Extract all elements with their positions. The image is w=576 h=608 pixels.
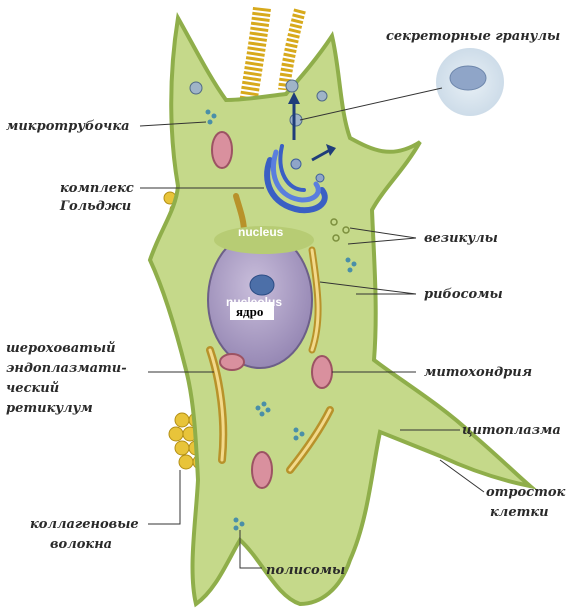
label-rough-er-3: ческий <box>6 381 59 396</box>
label-golgi-1: комплекс <box>60 181 134 196</box>
golgi-complex <box>264 144 328 214</box>
mitochondria <box>211 131 333 489</box>
label-process-1: отросток <box>486 485 566 500</box>
nucleolus <box>249 274 275 296</box>
transport-arrows <box>288 92 336 162</box>
label-mitochondria: митохондрия <box>424 365 532 380</box>
label-collagen-1: коллагеновые <box>30 517 139 532</box>
cell-membrane <box>147 12 538 608</box>
label-vesicles: везикулы <box>424 231 498 246</box>
secretory-granule-callout <box>436 48 504 116</box>
rough-er <box>206 193 334 474</box>
label-secretory-granules: секреторные гранулы <box>386 29 560 44</box>
label-rough-er-4: ретикулум <box>6 401 93 416</box>
label-rough-er-1: шероховатый <box>6 341 116 356</box>
label-rough-er-2: эндоплазмати- <box>6 361 127 376</box>
leader-lines <box>139 87 485 569</box>
nucleus <box>207 226 314 369</box>
nucleus-inner-label: nucleus <box>238 225 284 239</box>
nucleus-label-box <box>230 302 274 320</box>
vesicles <box>330 218 350 242</box>
label-ribosomes: рибосомы <box>424 287 503 302</box>
label-cytoplasm: цитоплазма <box>462 423 561 438</box>
polysomes <box>205 109 357 531</box>
nucleus-label: ядро <box>236 304 263 319</box>
label-process-2: клетки <box>490 505 549 520</box>
label-microtubule: микротрубочка <box>6 119 130 134</box>
label-polysomes: полисомы <box>266 563 345 578</box>
label-golgi-2: Гольджи <box>59 199 131 214</box>
label-collagen-2: волокна <box>50 537 112 552</box>
